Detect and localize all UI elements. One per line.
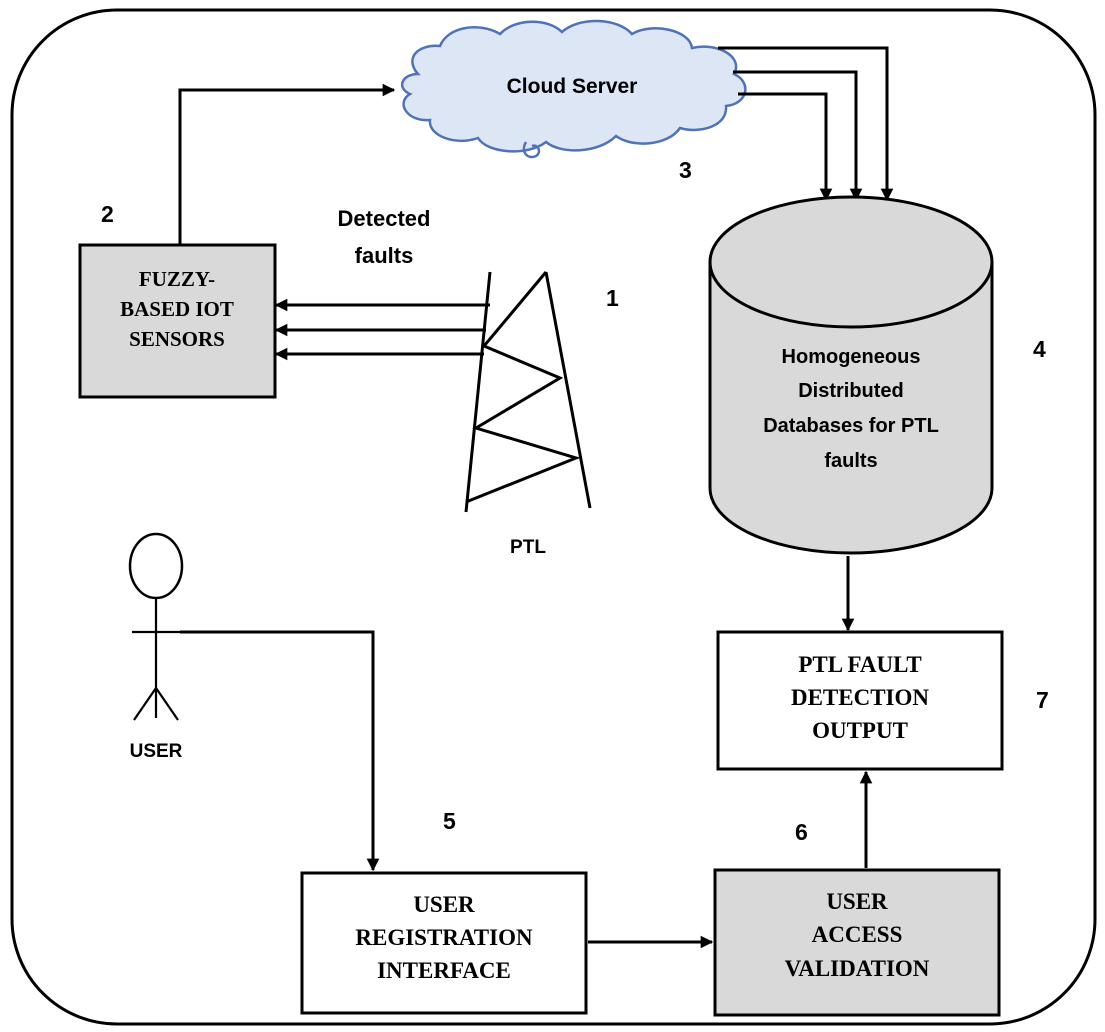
registration-line-1: USER [413, 892, 475, 917]
sensors-to-cloud-arrow [178, 83, 396, 244]
user-label: USER [130, 741, 183, 762]
output-line-1: PTL FAULT [798, 652, 921, 677]
output-line-2: DETECTION [791, 685, 929, 710]
sensors-line-1: FUZZY- [139, 267, 215, 291]
db-line-4: faults [824, 450, 877, 472]
cloud-server: Cloud Server [400, 19, 747, 159]
step-number-7: 7 [1036, 687, 1049, 713]
step-number-4: 4 [1033, 336, 1046, 362]
detected-label-line-2: faults [355, 243, 414, 268]
validation-line-2: ACCESS [812, 922, 903, 947]
registration-line-2: REGISTRATION [355, 925, 533, 950]
transmission-tower-icon [464, 271, 592, 513]
step-number-5: 5 [443, 808, 456, 834]
database-cylinder: Homogeneous Distributed Databases for PT… [708, 195, 994, 555]
cloud-to-db-arrow-1 [718, 46, 894, 202]
user-registration-interface-box: USER REGISTRATION INTERFACE [300, 871, 588, 1015]
cloud-to-db-arrow-3 [738, 92, 833, 202]
cloud-label: Cloud Server [507, 75, 638, 98]
step-number-1: 1 [606, 285, 619, 311]
user-to-registration-arrow [180, 630, 380, 872]
user-access-validation-box: USER ACCESS VALIDATION [713, 868, 1001, 1017]
detected-label-line-1: Detected [338, 206, 431, 231]
ptl-label: PTL [510, 537, 546, 558]
step-number-3: 3 [679, 157, 692, 183]
user-actor-icon [128, 532, 184, 721]
output-line-3: OUTPUT [812, 718, 908, 743]
sensors-line-2: BASED IOT [120, 297, 234, 321]
db-line-2: Distributed [798, 380, 904, 402]
validation-line-3: VALIDATION [785, 956, 930, 981]
fuzzy-iot-sensors-box: FUZZY- BASED IOT SENSORS [78, 243, 277, 399]
step-number-6: 6 [795, 819, 808, 845]
step-number-2: 2 [101, 201, 114, 227]
cloud-to-db-arrow-2 [733, 70, 863, 202]
validation-line-1: USER [826, 889, 888, 914]
db-line-1: Homogeneous [782, 346, 921, 368]
registration-line-3: INTERFACE [377, 958, 511, 983]
db-line-3: Databases for PTL [763, 415, 939, 437]
cloud-shape [400, 19, 747, 153]
fault-detection-output-box: PTL FAULT DETECTION OUTPUT [716, 630, 1004, 771]
sensors-line-3: SENSORS [129, 327, 225, 351]
